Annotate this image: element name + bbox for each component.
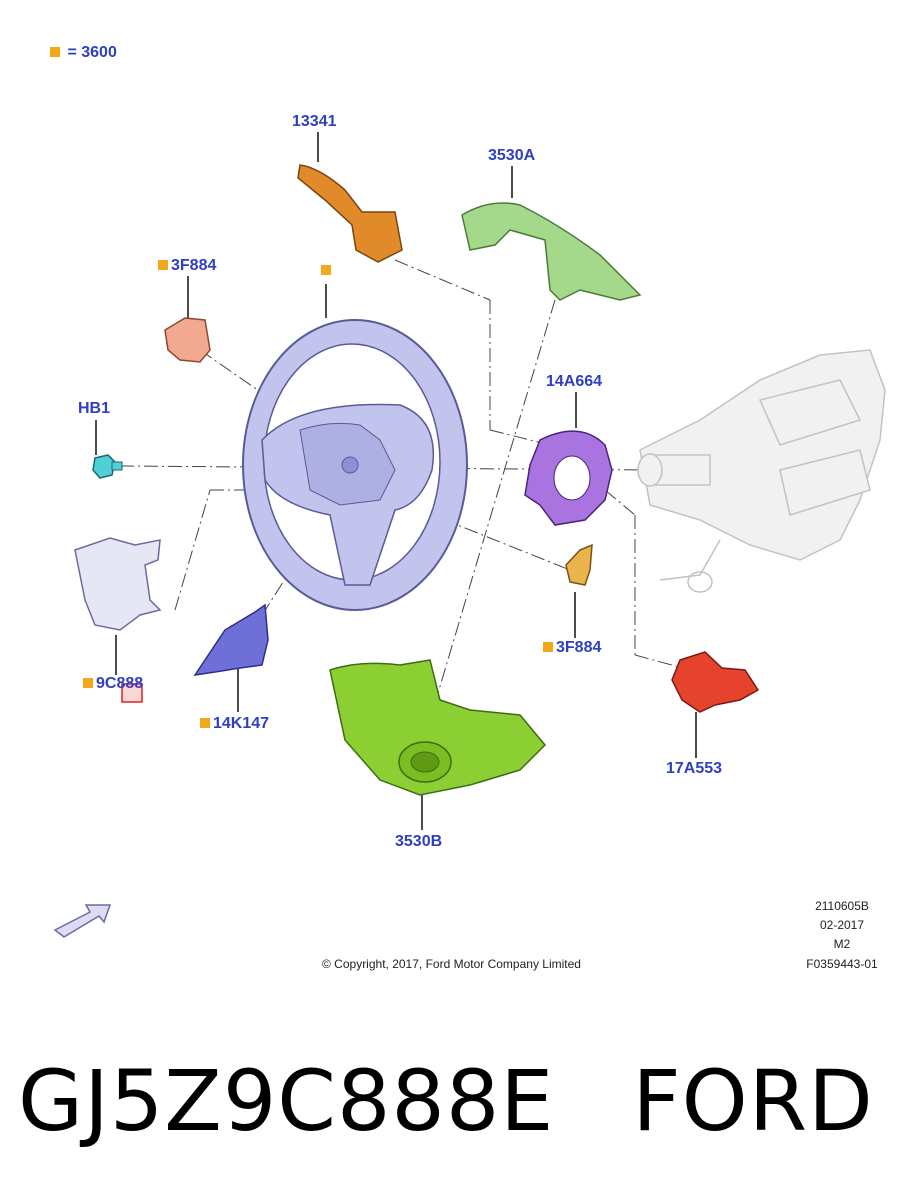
clockspring-center <box>553 455 591 501</box>
figure-id: F0359443-01 <box>806 957 878 971</box>
callout-marker-icon <box>83 678 93 688</box>
legend: = 3600 <box>50 44 117 62</box>
illustration-date: 02-2017 <box>819 918 865 932</box>
callout-3530a[interactable]: 3530A <box>488 147 536 164</box>
illustration-code: M2 <box>833 937 851 951</box>
callout-14k147-text: 14K147 <box>213 715 270 732</box>
wheel-marker-icon <box>321 265 331 275</box>
callout-3f884-right[interactable]: 3F884 <box>543 639 601 657</box>
upper-shroud-part <box>461 202 642 301</box>
copyright-notice: © Copyright, 2017, Ford Motor Company Li… <box>322 957 581 971</box>
steering-column <box>637 349 886 593</box>
legend-value: 3600 <box>81 44 117 61</box>
clip-left-part <box>164 317 211 363</box>
callout-marker-icon <box>200 718 210 728</box>
callout-14a664[interactable]: 14A664 <box>546 373 603 390</box>
callout-marker-icon <box>543 642 553 652</box>
clip-right-part <box>565 543 593 586</box>
wiper-stalk-part <box>297 164 403 263</box>
callout-3f884-left[interactable]: 3F884 <box>158 257 216 275</box>
bottom-caption: GJ5Z9C888E FORD <box>18 1052 874 1150</box>
lower-shroud-ignition-hole <box>410 751 440 773</box>
callout-3f884-right-text: 3F884 <box>556 639 602 656</box>
callout-17a553[interactable]: 17A553 <box>666 760 723 777</box>
legend-equals: = <box>67 44 77 61</box>
steering-wheel <box>242 319 468 611</box>
part-number: GJ5Z9C888E <box>18 1052 555 1150</box>
callout-3530b[interactable]: 3530B <box>395 833 443 850</box>
direction-arrow-icon <box>53 904 112 938</box>
bolt-part <box>92 454 123 479</box>
highlight-box <box>121 683 143 703</box>
callout-9c888[interactable]: 9C888 <box>83 675 143 693</box>
callout-13341[interactable]: 13341 <box>292 113 337 130</box>
switch-right-part <box>193 603 269 676</box>
wheel-marker <box>321 262 334 280</box>
legend-marker-icon <box>50 47 60 57</box>
brand-name: FORD <box>632 1052 874 1150</box>
lower-shroud-part <box>329 659 547 796</box>
callout-ticks <box>95 132 697 830</box>
callout-14k147[interactable]: 14K147 <box>200 715 269 733</box>
exploded-parts-diagram <box>53 132 886 938</box>
callout-3f884-left-text: 3F884 <box>171 257 217 274</box>
illustration-id: 2110605B <box>815 899 869 913</box>
callout-marker-icon <box>158 260 168 270</box>
callout-hb1[interactable]: HB1 <box>78 400 111 417</box>
callout-9c888-text: 9C888 <box>96 675 144 692</box>
turn-signal-stalk-part <box>671 651 760 713</box>
switch-left-part <box>74 537 162 631</box>
